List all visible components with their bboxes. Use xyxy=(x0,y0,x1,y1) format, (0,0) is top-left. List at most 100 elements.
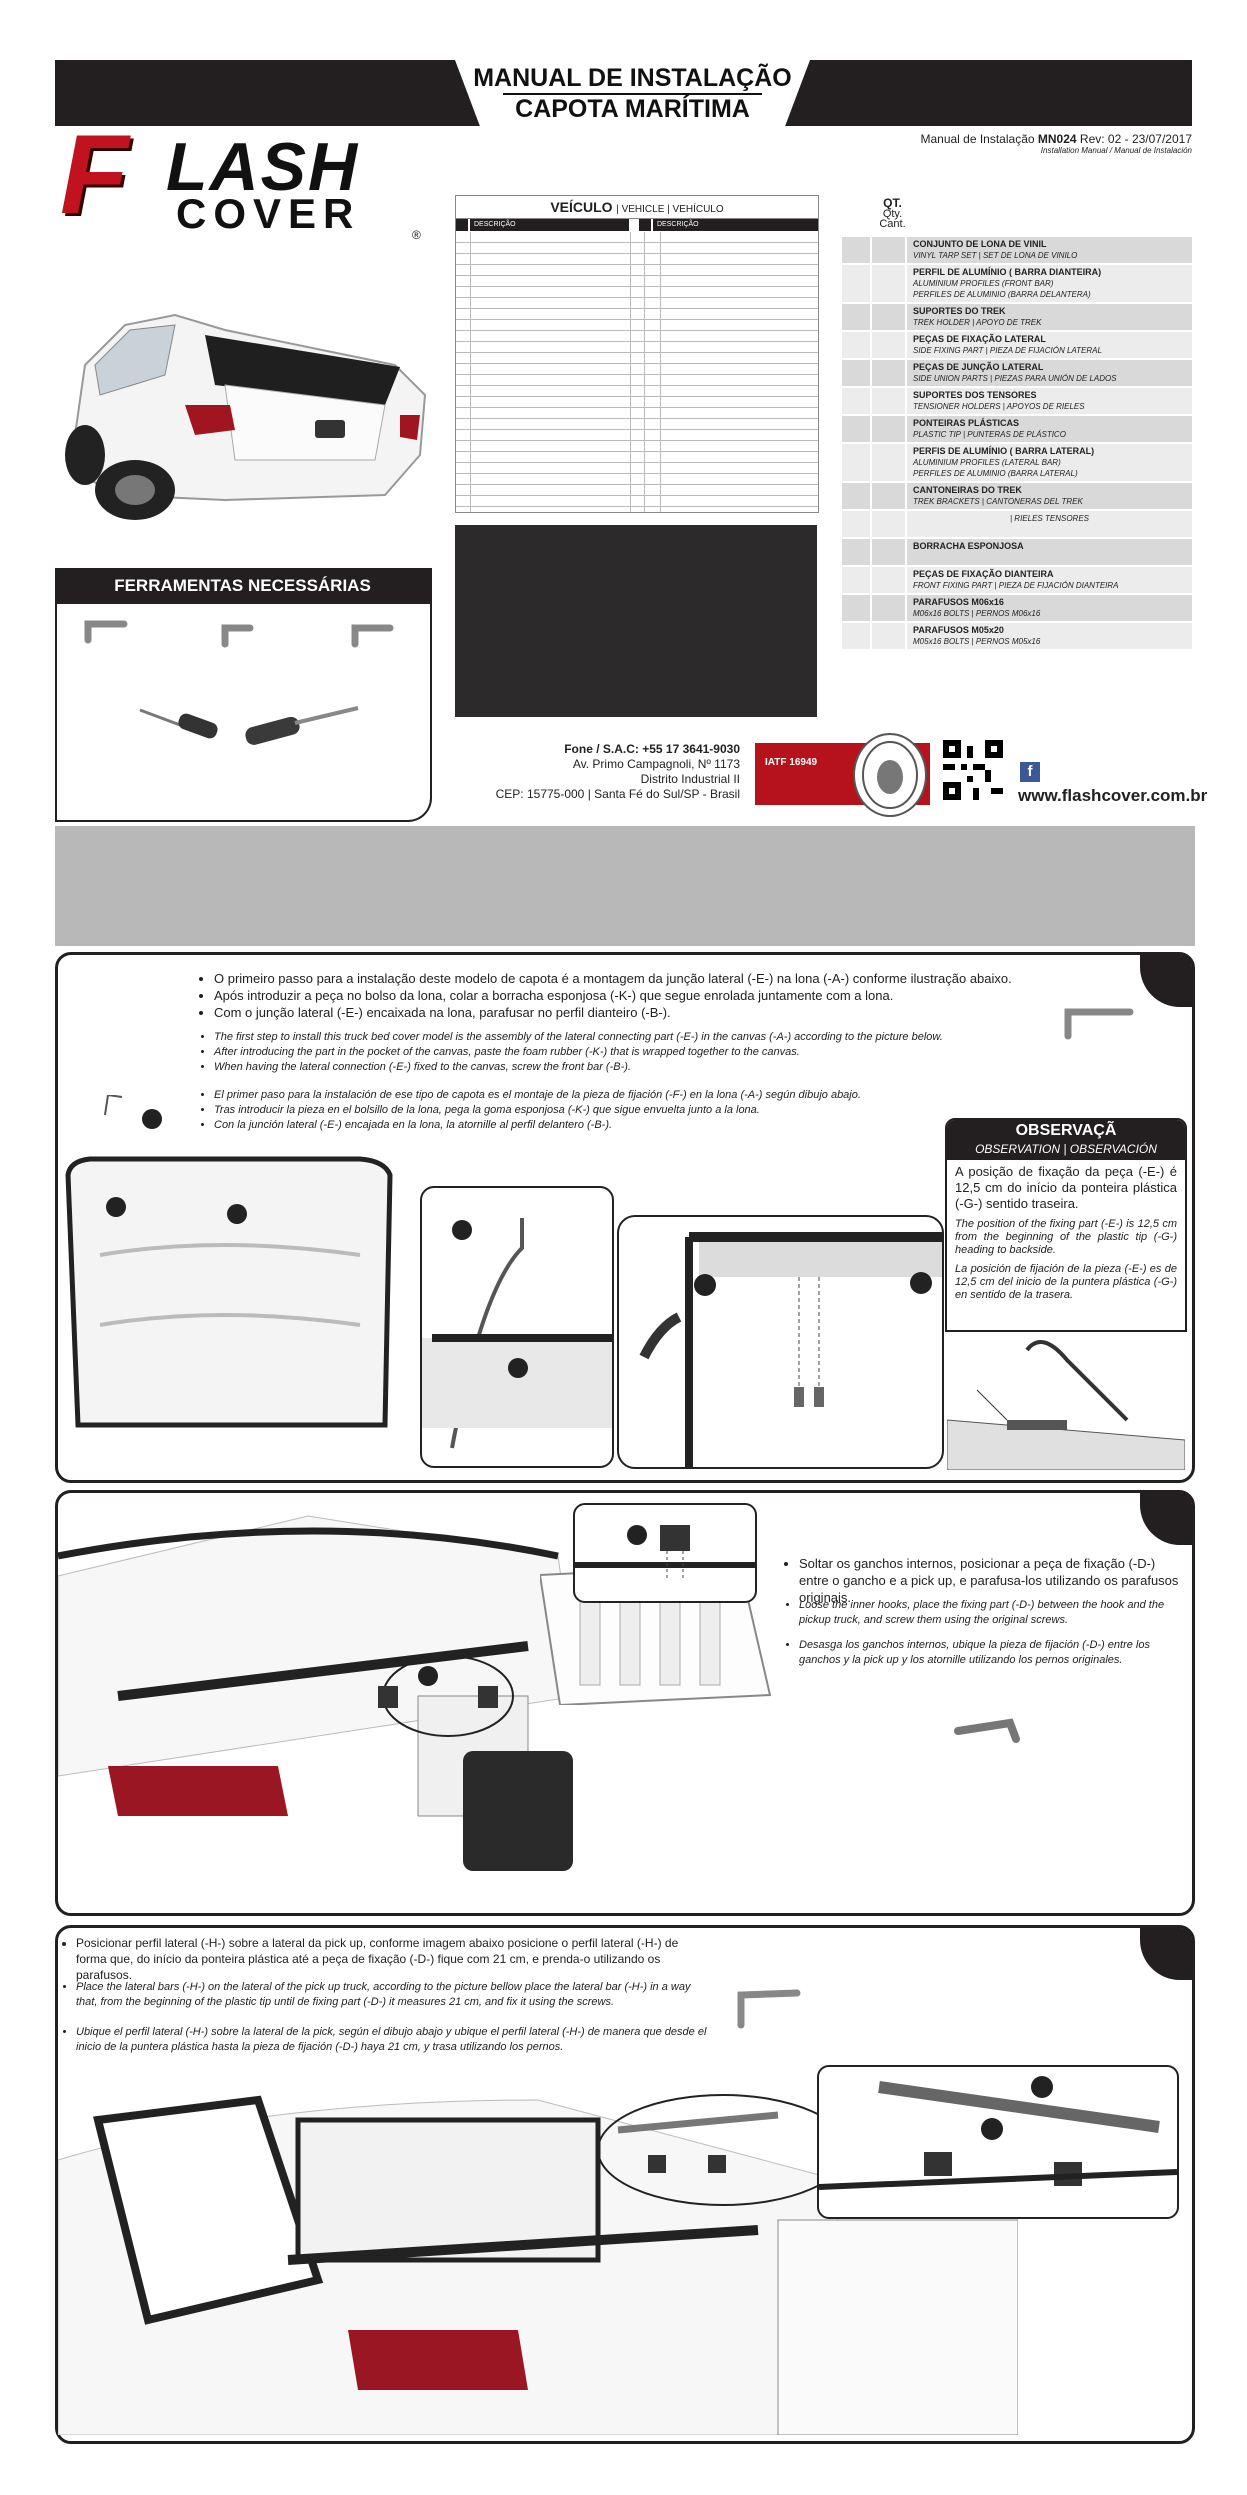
part-name: BORRACHA ESPONJOSA xyxy=(913,541,1024,551)
part-name: PEÇAS DE FIXAÇÃO DIANTEIRA xyxy=(913,569,1054,579)
part-qty-cell xyxy=(872,483,905,509)
grey-banner xyxy=(55,826,1195,946)
part-name: CANTONEIRAS DO TREK xyxy=(913,485,1022,495)
part-qty-cell xyxy=(842,595,870,621)
part-row: PERFIS DE ALUMÍNIO ( BARRA LATERAL)ALUMI… xyxy=(842,444,1192,481)
logo-registered: ® xyxy=(412,228,421,242)
part-qty-cell xyxy=(842,483,870,509)
part-qty-cell xyxy=(842,539,870,565)
canvas-assembly-illustration xyxy=(65,1095,393,1428)
qty-header: QT. Qty. Cant. xyxy=(870,196,915,230)
observation-es: La posición de fijación de la pieza (-E-… xyxy=(955,1263,1177,1301)
part-qty-cell xyxy=(872,444,905,481)
vehicle-table-header: VEÍCULO | VEHICLE | VEHÍCULO xyxy=(456,196,818,219)
step1-pt-1: O primeiro passo para a instalação deste… xyxy=(214,970,1060,987)
part-row: PERFIL DE ALUMÍNIO ( BARRA DIANTEIRA)ALU… xyxy=(842,265,1192,302)
step3-text-pt: Posicionar perfil lateral (-H-) sobre a … xyxy=(62,1935,712,1983)
part-description: | RIELES TENSORES xyxy=(907,511,1192,537)
vehicle-table: VEÍCULO | VEHICLE | VEHÍCULO DESCRIÇÃO D… xyxy=(455,195,819,513)
contact-info: Fone / S.A.C: +55 17 3641-9030 Av. Primo… xyxy=(455,742,740,802)
part-subtitle: PERFILES DE ALUMINIO (BARRA LATERAL) xyxy=(913,469,1078,478)
part-subtitle: VINYL TARP SET | SET DE LONA DE VINILO xyxy=(913,251,1078,260)
part-qty-cell xyxy=(872,360,905,386)
observation-header: OBSERVAÇÃ OBSERVATION | OBSERVACIÓN xyxy=(947,1120,1185,1160)
part-qty-cell xyxy=(872,304,905,330)
vehicle-table-grid xyxy=(456,232,818,512)
tools-illustration xyxy=(84,620,394,745)
col-descricao-2: DESCRIÇÃO xyxy=(653,219,818,231)
qty-en: Qty. xyxy=(882,208,903,220)
manual-revision: Rev: 02 - 23/07/2017 xyxy=(1079,132,1192,146)
part-qty-cell xyxy=(872,567,905,593)
address-line1: Av. Primo Campagnoli, Nº 1173 xyxy=(572,757,740,771)
part-subtitle: TREK HOLDER | APOYO DE TREK xyxy=(913,318,1042,327)
phone-number: +55 17 3641-9030 xyxy=(642,742,740,756)
step1-text-es: El primer paso para la instalación de es… xyxy=(200,1088,1020,1133)
logo-f: F xyxy=(60,112,129,237)
part-qty-cell xyxy=(842,237,870,263)
address-line3: CEP: 15775-000 | Santa Fé do Sul/SP - Br… xyxy=(495,787,740,801)
part-qty-cell xyxy=(872,511,905,537)
fixing-part-illustration xyxy=(575,1525,755,1579)
part-row: PONTEIRAS PLÁSTICAS PLASTIC TIP | PUNTERA… xyxy=(842,416,1192,442)
qr-code-icon xyxy=(943,740,1003,800)
manual-code: MN024 xyxy=(1037,132,1077,146)
website-link[interactable]: www.flashcover.com.br xyxy=(1018,786,1208,805)
manual-subtitle: Installation Manual / Manual de Instalac… xyxy=(1040,146,1192,155)
part-qty-cell xyxy=(842,388,870,414)
step1-es-3: Con la junción lateral (-E-) encajada en… xyxy=(214,1118,1020,1133)
part-name: PONTEIRAS PLÁSTICAS xyxy=(913,418,1020,428)
manual-meta: Manual de Instalação MN024 Rev: 02 - 23/… xyxy=(920,132,1192,155)
step3-en: Place the lateral bars (-H-) on the late… xyxy=(76,1980,712,2010)
part-subtitle: PERFILES DE ALUMINIO (BARRA DELANTERA) xyxy=(913,290,1091,299)
step1-en-2: After introducing the part in the pocket… xyxy=(214,1045,1080,1060)
part-subtitle: M06x16 BOLTS | PERNOS M06x16 xyxy=(913,609,1041,618)
detail-frame-3 xyxy=(573,1503,757,1603)
observation-box: OBSERVAÇÃ OBSERVATION | OBSERVACIÓN A po… xyxy=(945,1118,1187,1332)
step2-pt: Soltar os ganchos internos, posicionar a… xyxy=(799,1555,1183,1606)
allen-key-icon xyxy=(84,620,394,648)
step3-text-en: Place the lateral bars (-H-) on the late… xyxy=(62,1980,712,2010)
part-subtitle: ALUMINIUM PROFILES (FRONT BAR) xyxy=(913,279,1054,288)
observation-body: A posição de fixação da peça (-E-) é 12,… xyxy=(947,1160,1185,1306)
screwdriver-icon xyxy=(139,708,218,739)
vehicle-title-alt: | VEHICLE | VEHÍCULO xyxy=(616,204,724,215)
qty-es: Cant. xyxy=(879,218,906,230)
part-subtitle: SIDE FIXING PART | PIEZA DE FIJACIÓN LAT… xyxy=(913,346,1102,355)
detail-frame-2 xyxy=(617,1215,944,1469)
manual-prefix: Manual de Instalação xyxy=(920,132,1035,146)
title-line1: MANUAL DE INSTALAÇÃO xyxy=(473,64,792,92)
col-descricao-1: DESCRIÇÃO xyxy=(470,219,629,231)
part-subtitle: PLASTIC TIP | PUNTERAS DE PLÁSTICO xyxy=(913,430,1066,439)
qty-pt: QT. xyxy=(883,196,902,210)
address-line2: Distrito Industrial II xyxy=(640,772,740,786)
part-subtitle: | RIELES TENSORES xyxy=(1010,514,1089,523)
step1-pt-3: Com o junção lateral (-E-) encaixada na … xyxy=(214,1004,1060,1021)
part-qty-cell xyxy=(842,567,870,593)
vehicle-table-columns: DESCRIÇÃO DESCRIÇÃO xyxy=(456,219,818,231)
step3-es: Ubique el perfil lateral (-H-) sobre la … xyxy=(76,2025,712,2055)
phone-label: Fone / S.A.C: xyxy=(564,742,639,756)
facebook-icon[interactable]: f xyxy=(1020,762,1040,782)
part-qty-cell xyxy=(842,511,870,537)
part-description: PONTEIRAS PLÁSTICAS PLASTIC TIP | PUNTERA… xyxy=(907,416,1192,442)
part-qty-cell xyxy=(842,304,870,330)
step2-text-pt: Soltar os ganchos internos, posicionar a… xyxy=(785,1555,1183,1606)
part-qty-cell xyxy=(872,332,905,358)
part-description: BORRACHA ESPONJOSA xyxy=(907,539,1192,565)
step1-text-en: The first step to install this truck bed… xyxy=(200,1030,1080,1075)
step3-text-es: Ubique el perfil lateral (-H-) sobre la … xyxy=(62,2025,712,2055)
part-qty-cell xyxy=(842,444,870,481)
observation-pt: A posição de fixação da peça (-E-) é 12,… xyxy=(955,1164,1177,1211)
step1-en-3: When having the lateral connection (-E-)… xyxy=(214,1060,1080,1075)
